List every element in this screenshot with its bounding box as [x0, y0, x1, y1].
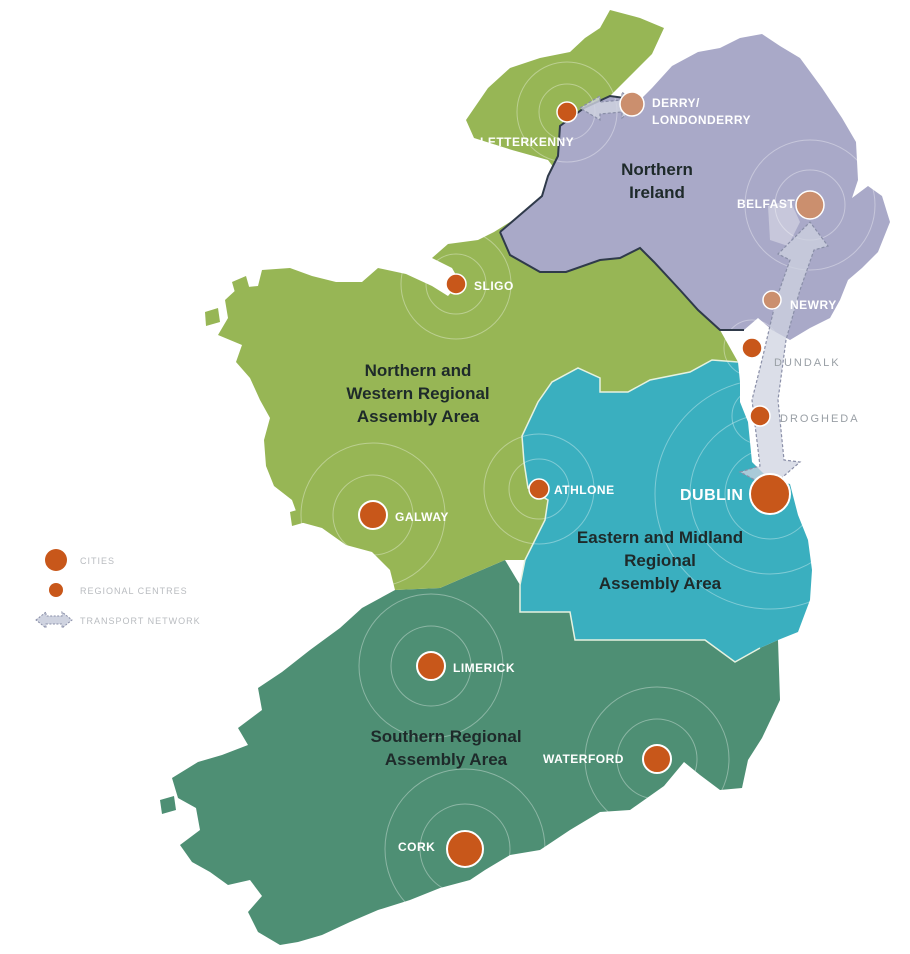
marker-dublin[interactable]: [749, 473, 791, 515]
legend: CITIES REGIONAL CENTRES TRANSPORT NETWOR…: [35, 549, 201, 630]
marker-athlone[interactable]: [528, 478, 550, 500]
label-letterkenny: LETTERKENNY: [480, 135, 574, 149]
influence-rings: [300, 61, 886, 930]
label-em-line3: Assembly Area: [599, 574, 722, 593]
label-limerick: LIMERICK: [453, 661, 515, 675]
island: [205, 308, 220, 326]
label-south-line1: Southern Regional: [370, 727, 521, 746]
ni-border-west: [499, 94, 641, 233]
city-markers: [358, 91, 825, 868]
city-labels: LETTERKENNY DERRY/ LONDONDERRY BELFAST N…: [395, 96, 860, 854]
label-em-line2: Regional: [624, 551, 696, 570]
label-athlone: ATHLONE: [554, 483, 615, 497]
marker-galway[interactable]: [358, 500, 388, 530]
label-belfast: BELFAST: [737, 197, 795, 211]
region-northern-western[interactable]: [218, 10, 738, 590]
legend-regional-centres-marker: [49, 583, 63, 597]
legend-transport-label: TRANSPORT NETWORK: [80, 616, 201, 626]
label-drogheda: DROGHEDA: [780, 413, 860, 425]
label-sligo: SLIGO: [474, 279, 514, 293]
label-nw-line3: Assembly Area: [357, 407, 480, 426]
marker-dundalk[interactable]: [741, 337, 763, 359]
marker-belfast[interactable]: [795, 190, 825, 220]
legend-transport-icon: [35, 610, 73, 630]
legend-regional-centres-label: REGIONAL CENTRES: [80, 586, 188, 596]
island: [160, 796, 176, 814]
label-galway: GALWAY: [395, 510, 449, 524]
label-waterford: WATERFORD: [543, 752, 624, 766]
marker-limerick[interactable]: [416, 651, 446, 681]
label-nw-line1: Northern and: [365, 361, 472, 380]
marker-drogheda[interactable]: [749, 405, 771, 427]
island: [290, 508, 306, 526]
marker-derry[interactable]: [619, 91, 645, 117]
legend-cities-label: CITIES: [80, 556, 115, 566]
marker-waterford[interactable]: [642, 744, 672, 774]
label-derry-line2: LONDONDERRY: [652, 113, 751, 127]
label-derry-line1: DERRY/: [652, 96, 700, 110]
marker-cork[interactable]: [446, 830, 484, 868]
label-south-line2: Assembly Area: [385, 750, 508, 769]
lough-neagh: [768, 200, 800, 246]
label-nw-line2: Western Regional: [346, 384, 489, 403]
label-ni-line2: Ireland: [629, 183, 685, 202]
marker-newry[interactable]: [762, 290, 782, 310]
island: [232, 276, 250, 296]
label-em-line1: Eastern and Midland: [577, 528, 743, 547]
label-ni-line1: Northern: [621, 160, 693, 179]
east-region-border: [519, 359, 761, 663]
legend-cities-marker: [45, 549, 67, 571]
marker-sligo[interactable]: [445, 273, 467, 295]
region-eastern-midland[interactable]: [520, 360, 812, 662]
label-dundalk: DUNDALK: [774, 357, 841, 369]
region-labels: Northern and Western Regional Assembly A…: [346, 160, 743, 769]
label-dublin: DUBLIN: [680, 487, 743, 504]
ni-border: [499, 231, 744, 331]
marker-letterkenny[interactable]: [556, 101, 578, 123]
label-cork: CORK: [398, 840, 435, 854]
region-southern[interactable]: [172, 560, 780, 945]
label-newry: NEWRY: [790, 298, 837, 312]
